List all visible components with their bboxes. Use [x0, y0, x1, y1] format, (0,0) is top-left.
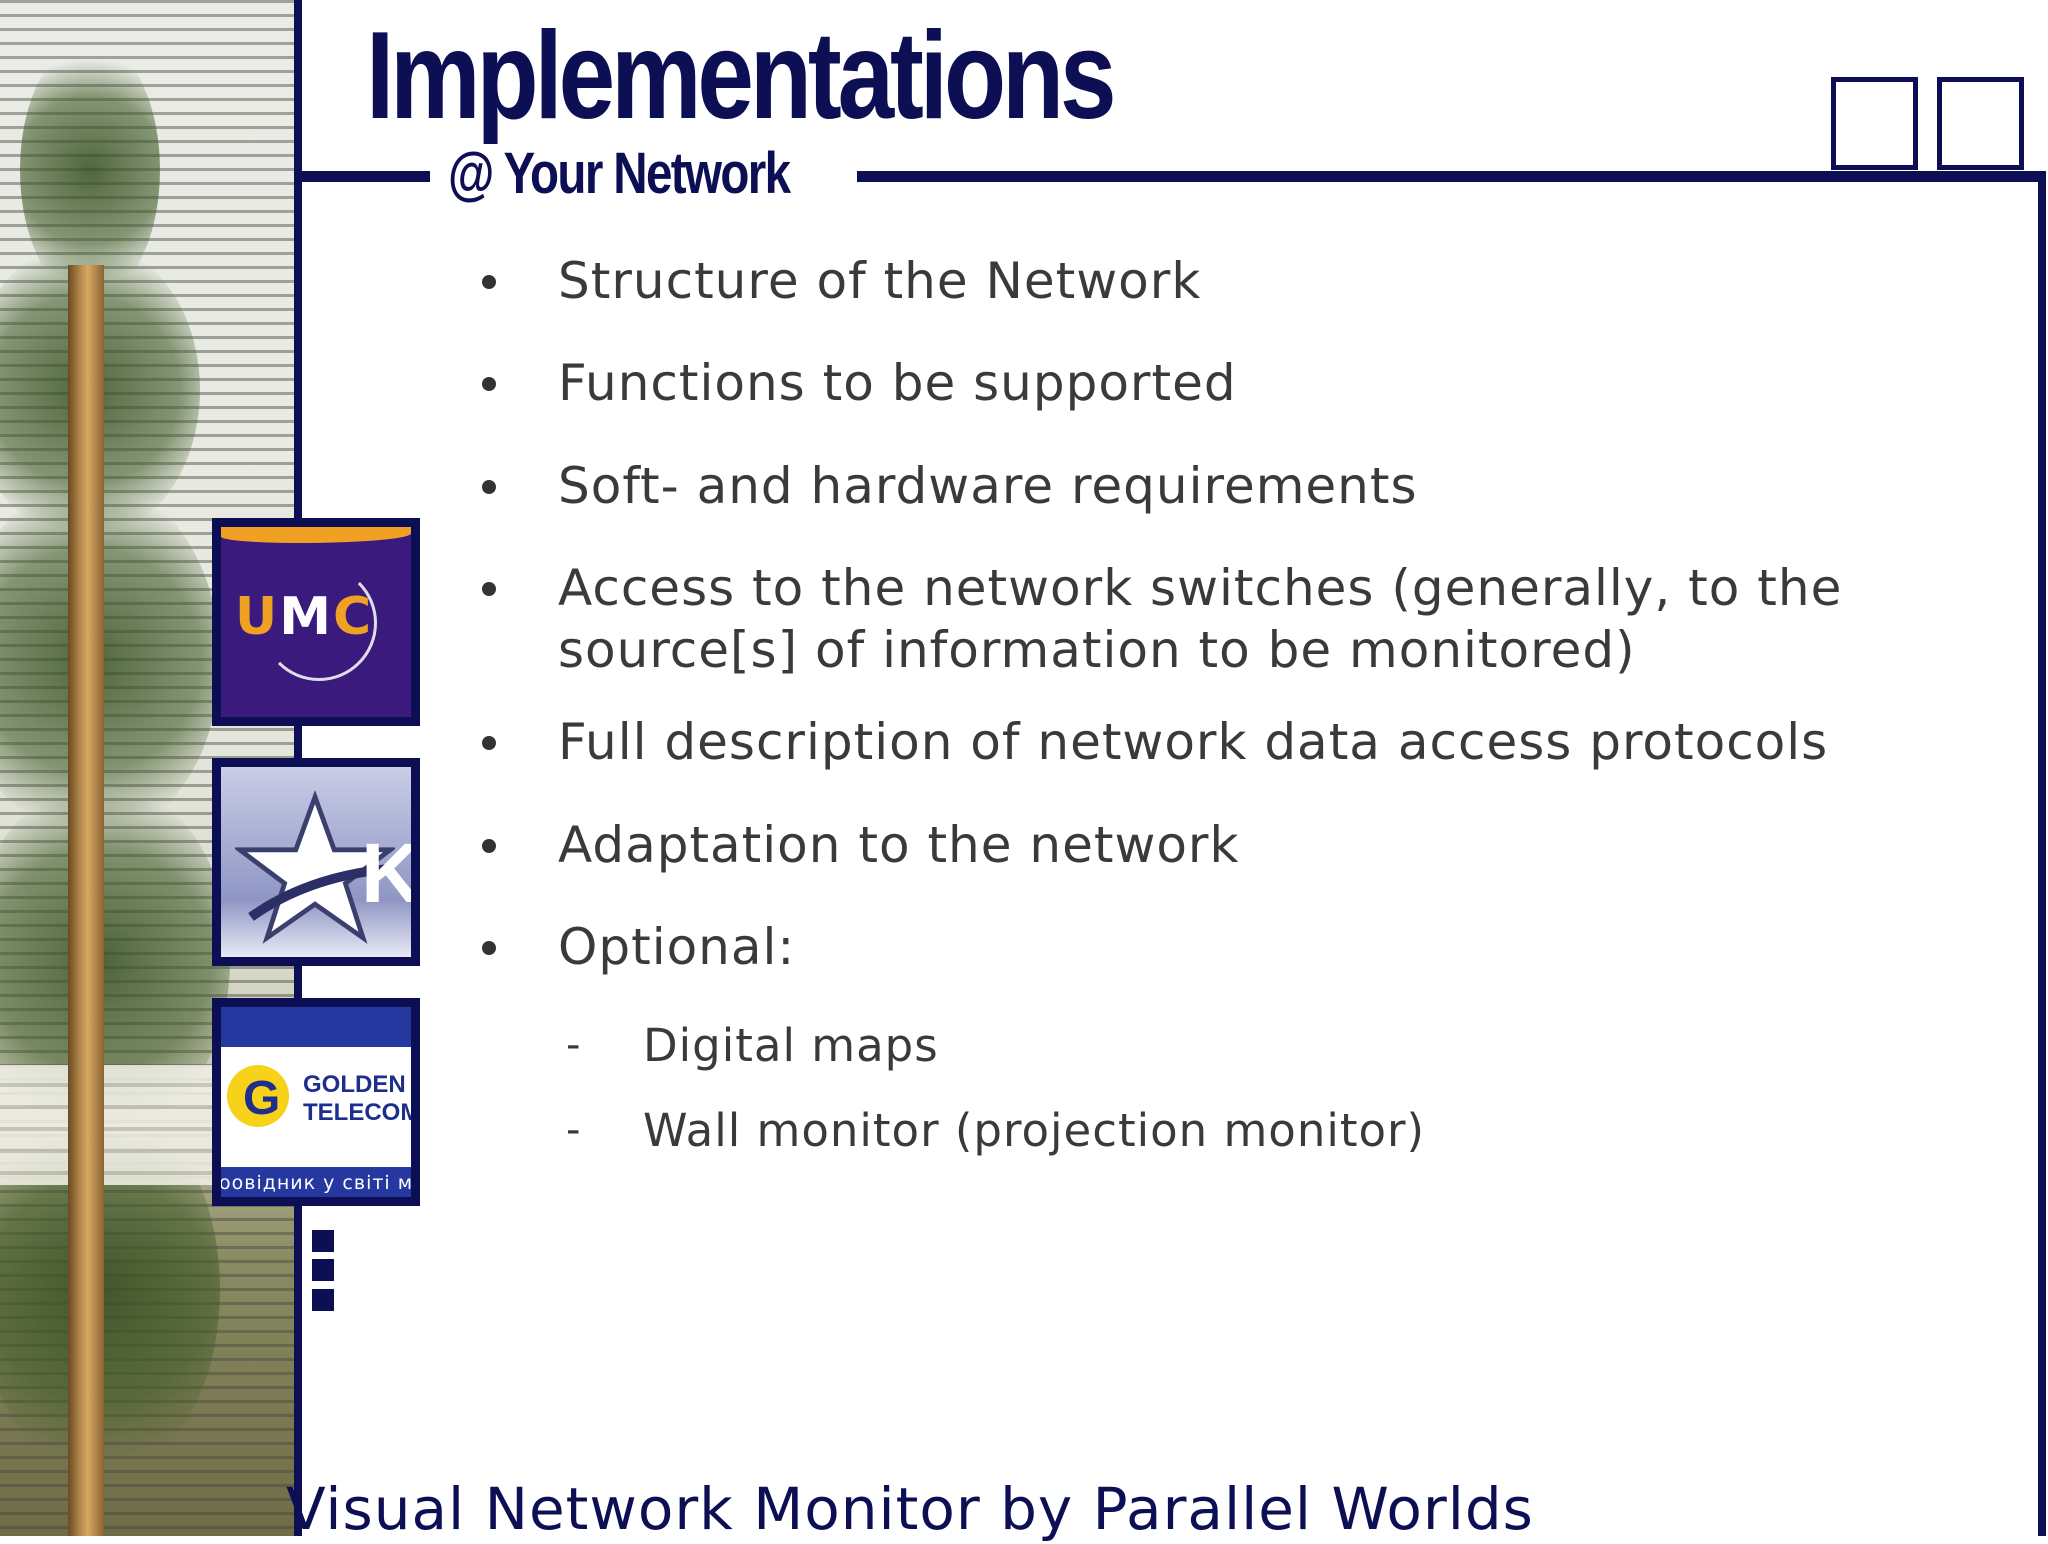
bullet-item: Adaptation to the network: [558, 816, 1240, 874]
golden-telecom-bottom-band: оовідник у світі м: [221, 1167, 411, 1197]
golden-telecom-top-band: [221, 1007, 411, 1047]
star-icon: [235, 789, 395, 944]
umc-wordmark: UMC: [235, 587, 374, 647]
bullet-dot: [482, 736, 496, 750]
corner-box-right: [1937, 77, 2024, 170]
kyivstar-letter: K: [361, 826, 411, 920]
decor-square: [312, 1230, 334, 1252]
page-subtitle: @ Your Network: [448, 141, 791, 206]
umc-arc: [261, 565, 377, 681]
title-rule-left: [296, 171, 430, 182]
golden-telecom-tagline: оовідник у світі м: [221, 1172, 411, 1194]
golden-telecom-mark: [227, 1065, 289, 1127]
decor-square: [312, 1259, 334, 1281]
golden-telecom-logo: G GOLDEN TELECOM оовідник у світі м: [212, 998, 420, 1206]
bullet-dot: [482, 582, 496, 596]
decor-square: [312, 1289, 334, 1311]
sub-bullet-dash: -: [566, 1107, 581, 1153]
bullet-item: Access to the network switches (generall…: [558, 559, 1843, 617]
bullet-dot: [482, 377, 496, 391]
sub-bullet-item: Wall monitor (projection monitor): [643, 1104, 1426, 1157]
kyivstar-logo: K: [212, 758, 420, 966]
bullet-item: Soft- and hardware requirements: [558, 457, 1418, 515]
page-title: Implementations: [366, 7, 1117, 145]
title-rule-right: [857, 171, 2046, 182]
bullet-item: Full description of network data access …: [558, 713, 1829, 771]
bullet-item: Functions to be supported: [558, 354, 1237, 412]
bullet-item: Optional:: [558, 918, 796, 976]
golden-telecom-name: GOLDEN TELECOM: [303, 1071, 411, 1126]
tower-pole: [68, 265, 104, 1536]
bullet-item: Structure of the Network: [558, 252, 1202, 310]
bullet-item-continuation: source[s] of information to be monitored…: [558, 621, 1636, 679]
bullet-dot: [482, 480, 496, 494]
golden-telecom-mark-letter: G: [243, 1072, 281, 1125]
umc-logo: UMC: [212, 518, 420, 726]
tower-photo: [0, 0, 296, 1536]
sub-bullet-dash: -: [566, 1022, 581, 1068]
bullet-dot: [482, 941, 496, 955]
frame-right-border: [2038, 178, 2046, 1536]
corner-box-left: [1831, 77, 1918, 170]
bullet-dot: [482, 275, 496, 289]
umc-stripe: [221, 527, 411, 543]
footer-text: Visual Network Monitor by Parallel World…: [286, 1475, 1534, 1543]
sub-bullet-item: Digital maps: [643, 1019, 939, 1072]
bullet-dot: [482, 839, 496, 853]
